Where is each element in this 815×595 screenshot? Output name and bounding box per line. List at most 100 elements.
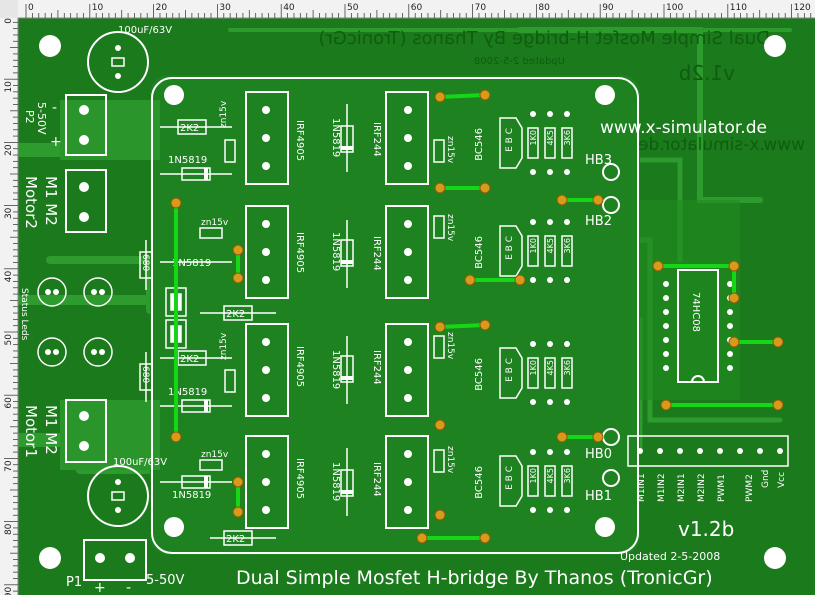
p2-name: P2 — [23, 110, 36, 124]
irf4905-3: IRF4905 — [294, 346, 305, 387]
irf244-4: IRF244 — [371, 462, 382, 497]
version-label: v1.2b — [678, 517, 734, 541]
d2-label: 1N5819 — [172, 258, 211, 269]
irf244-2: IRF244 — [371, 236, 382, 271]
r3k6-1: 3K6 — [563, 130, 572, 145]
dv1: 1N5819 — [330, 118, 341, 157]
r4k5-2: 4K5 — [546, 238, 555, 253]
ruler-top-label: 110 — [730, 3, 747, 13]
transistor-blocks — [499, 117, 573, 507]
heatsink-outline — [151, 77, 639, 554]
mount-hole — [764, 35, 786, 57]
r1k0-4: 1K0 — [529, 468, 538, 483]
ruler-corner — [0, 0, 18, 18]
diodes-vertical — [340, 104, 354, 516]
mirror-version: v1.2b — [679, 61, 735, 85]
mirror-website: www.x-simulator.de — [638, 135, 805, 155]
zn-r4: zn15v — [445, 446, 455, 474]
zn-l1: zn15v — [219, 100, 229, 128]
resistor-680-a: 680 — [139, 240, 153, 290]
terminal-motor2: M1 M2 Motor2 — [22, 169, 107, 233]
r3k6-4: 3K6 — [563, 468, 572, 483]
mounting-holes — [39, 35, 786, 569]
hdr-pin-7: Vcc — [777, 472, 787, 488]
zn-l3: zn15v — [219, 332, 229, 360]
r2k2-4: 2K2 — [226, 534, 245, 545]
irf244-1: IRF244 — [371, 122, 382, 157]
p1-plus: + — [94, 580, 106, 595]
hdr-pin-3: M2IN2 — [697, 473, 707, 502]
terminal-p1: P1 + - 5-50V — [66, 539, 185, 595]
ic-label: 74HC08 — [690, 292, 701, 332]
zn-r3: zn15v — [445, 332, 455, 360]
hb0-label: HB0 — [585, 447, 612, 462]
terminal-motor1: M1 M2 Motor1 — [22, 399, 107, 463]
mosfet-n-pins — [404, 106, 412, 514]
capacitor-top: 100uF/63V — [87, 25, 172, 93]
solder-pads — [170, 89, 784, 544]
ruler-top-label: 90 — [602, 3, 614, 13]
r3k6-3: 3K6 — [563, 360, 572, 375]
terminal-p2: 5-50V P2 - + — [23, 94, 107, 156]
ruler-top-label: 20 — [156, 3, 168, 13]
ruler-left-label: 10 — [4, 81, 14, 93]
hdr-pin-4: PWM1 — [717, 474, 727, 502]
mount-hole — [595, 517, 615, 537]
d4-label: 1N5819 — [172, 490, 211, 501]
mount-hole — [164, 85, 184, 105]
ruler-top-label: 50 — [347, 3, 359, 13]
bc546-1: BC546 — [474, 128, 485, 161]
hb3-label: HB3 — [585, 153, 612, 168]
ebc-4: E B C — [505, 466, 515, 490]
r2k2-1: 2K2 — [180, 123, 199, 134]
zn-l2: zn15v — [201, 218, 229, 228]
dv3: 1N5819 — [330, 350, 341, 389]
hdr-pin-5: PWM2 — [745, 474, 755, 502]
diode-bands — [204, 168, 208, 488]
ruler-left-label: 30 — [4, 207, 14, 219]
ebc-3: E B C — [505, 358, 515, 382]
mosfet-p-pins — [262, 106, 270, 514]
ruler-top-label: 40 — [283, 3, 295, 13]
resistors-2k2 — [160, 119, 276, 546]
jumper-wires — [174, 93, 780, 540]
dv4: 1N5819 — [330, 462, 341, 501]
r4k5-1: 4K5 — [546, 130, 555, 145]
bc546-4: BC546 — [474, 466, 485, 499]
status-leds: Status Leds — [19, 277, 113, 367]
p2-plus: + — [50, 134, 62, 150]
ebc-1: E B C — [505, 128, 515, 152]
r4k5-3: 4K5 — [546, 360, 555, 375]
hdr-pin-0: M1IN1 — [637, 473, 647, 502]
irf4905-2: IRF4905 — [294, 232, 305, 273]
hb2-label: HB2 — [585, 214, 612, 229]
ruler-left-label: 70 — [4, 460, 14, 472]
irf4905-1: IRF4905 — [294, 120, 305, 161]
mirror-title: Dual Simple Mosfet H-bridge By Thanos (T… — [318, 28, 770, 49]
r1k0-1: 1K0 — [529, 130, 538, 145]
ruler-top-label: 60 — [411, 3, 423, 13]
r3k6-2: 3K6 — [563, 238, 572, 253]
zn-l4: zn15v — [201, 450, 229, 460]
ruler-left-label: 60 — [4, 397, 14, 409]
ruler-left-label: 40 — [4, 271, 14, 283]
p1-name: P1 — [66, 575, 82, 590]
p2-minus: - — [52, 100, 57, 116]
r4k5-4: 4K5 — [546, 468, 555, 483]
input-header: M1IN1 M1IN2 M2IN1 M2IN2 PWM1 PWM2 Gnd Vc… — [627, 435, 789, 502]
mosfet-n-group — [385, 91, 429, 529]
r2k2-2: 2K2 — [226, 309, 245, 320]
transistor-pins — [530, 111, 570, 513]
ruler-top-label: 10 — [92, 3, 104, 13]
dv2: 1N5819 — [330, 232, 341, 271]
ruler-top-label: 80 — [538, 3, 550, 13]
cap-top-label: 100uF/63V — [118, 25, 172, 36]
r1k0-2: 1K0 — [529, 238, 538, 253]
zn-r2: zn15v — [445, 214, 455, 242]
motor2-a: M1 M2 — [42, 176, 60, 226]
ebc-2: E B C — [505, 236, 515, 260]
ruler-top-label: 30 — [219, 3, 231, 13]
